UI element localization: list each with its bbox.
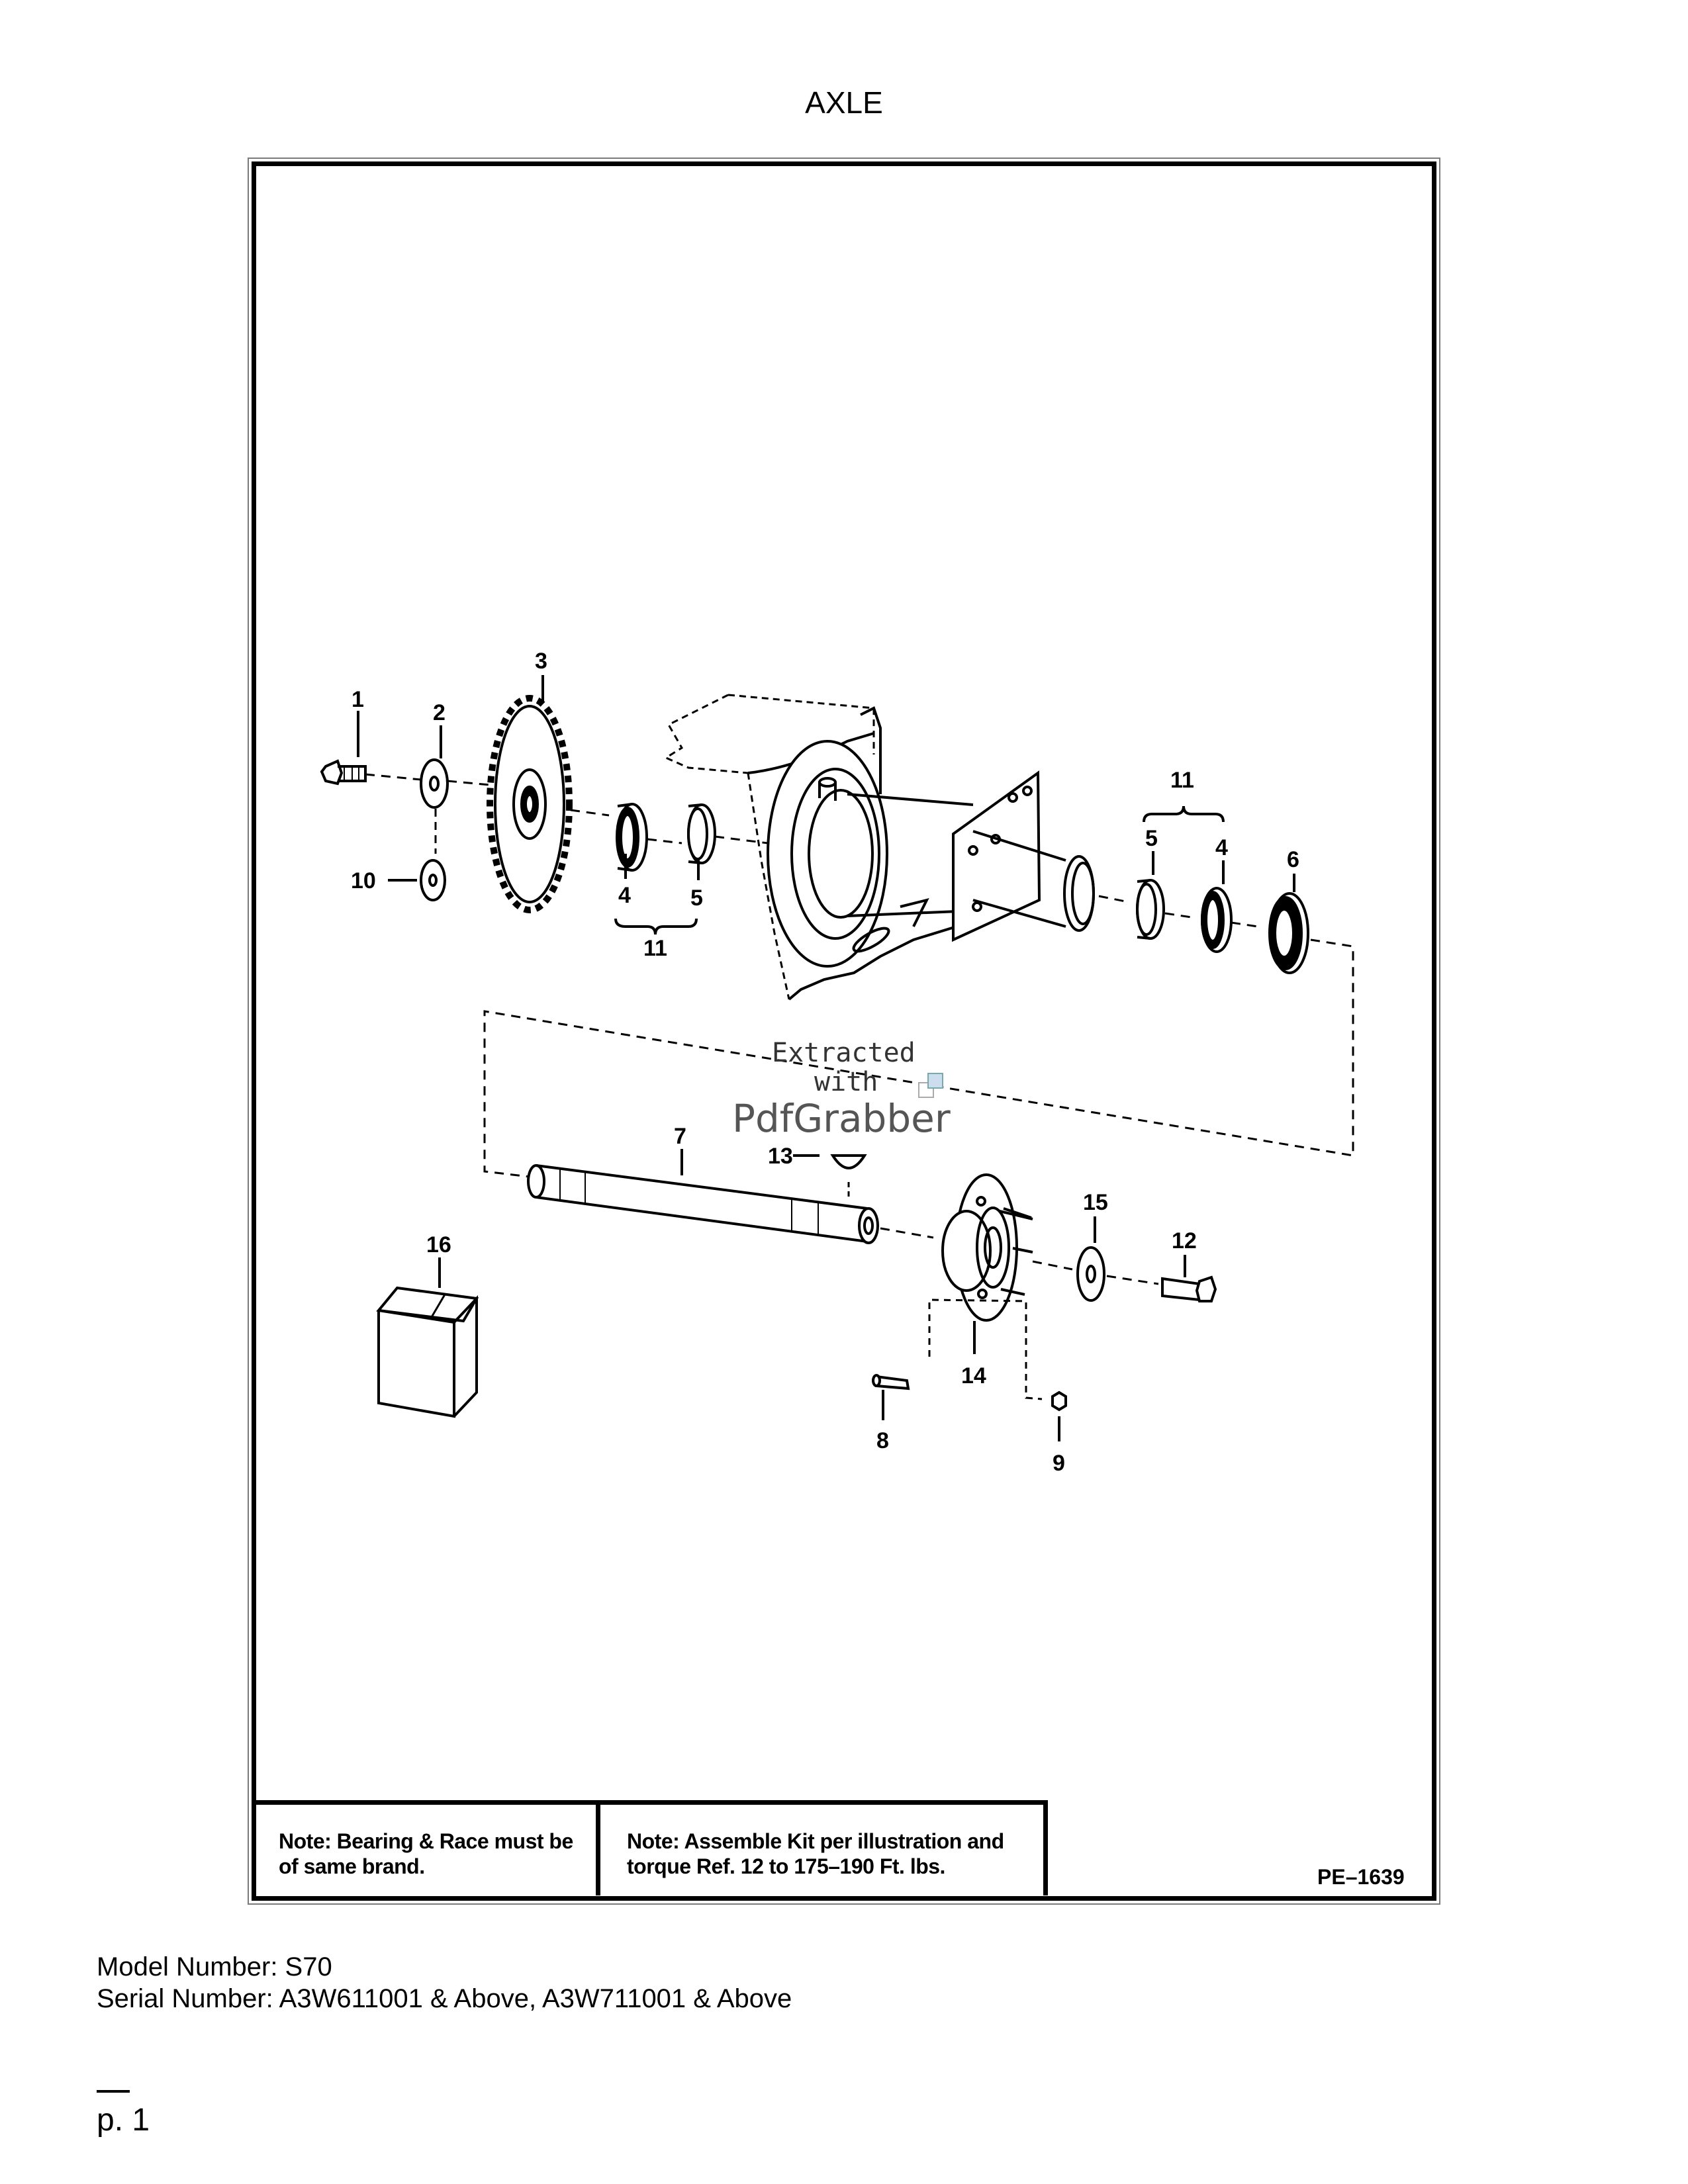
callout-13: 13 <box>768 1144 793 1169</box>
callout-4-right: 4 <box>1215 835 1228 860</box>
part-9-nut <box>1051 1390 1067 1412</box>
callout-11-left: 11 <box>643 936 667 961</box>
callout-10: 10 <box>351 868 376 893</box>
part-6-seal <box>1268 892 1309 974</box>
assembly-path <box>483 938 1354 1178</box>
watermark-line-2: with <box>814 1067 878 1097</box>
part-15-washer <box>1076 1246 1105 1302</box>
watermark-line-1: Extracted <box>772 1038 915 1068</box>
callout-12: 12 <box>1172 1228 1197 1253</box>
callout-5-left: 5 <box>690 886 703 911</box>
figure-id: PE–1639 <box>1317 1865 1405 1889</box>
watermark: Extracted with PdfGrabber <box>732 1038 951 1141</box>
part-2-washer <box>420 758 449 809</box>
callout-7: 7 <box>674 1124 686 1149</box>
callout-11-right: 11 <box>1170 768 1194 793</box>
page-number: p. 1 <box>97 2103 150 2138</box>
serial-number: Serial Number: A3W611001 & Above, A3W711… <box>97 1984 792 2013</box>
footer-dash <box>97 2090 130 2093</box>
model-number: Model Number: S70 <box>97 1952 332 1981</box>
callout-5-right: 5 <box>1145 826 1158 851</box>
bracket-11-right <box>1143 805 1225 823</box>
part-7-axle-shaft <box>527 1164 879 1244</box>
part-10-washer <box>420 859 446 901</box>
diagram-frame <box>252 161 1436 1901</box>
watermark-icon <box>918 1073 943 1098</box>
note-1-label: Note: <box>279 1829 332 1853</box>
bracket-11-left <box>614 918 698 935</box>
part-1-bolt <box>320 759 367 786</box>
part-5-race-right <box>1136 879 1165 940</box>
part-8-stud <box>872 1374 910 1390</box>
part-12-bolt <box>1161 1275 1217 1302</box>
callout-1: 1 <box>352 687 364 712</box>
callout-16: 16 <box>426 1232 451 1257</box>
callout-14: 14 <box>961 1363 986 1388</box>
part-5-race-left <box>687 803 716 864</box>
callout-8: 8 <box>876 1428 889 1453</box>
callout-3: 3 <box>535 649 547 674</box>
note-2-text: Assemble Kit per illustration and torque… <box>627 1829 1004 1878</box>
part-3-sprocket <box>487 695 573 913</box>
part-4-bearing-right <box>1201 887 1233 953</box>
callout-15: 15 <box>1083 1190 1108 1215</box>
callout-9: 9 <box>1053 1451 1065 1476</box>
diagram-frame-outer <box>248 158 1440 1905</box>
page-title: AXLE <box>805 85 883 120</box>
part-14-hub <box>941 1173 1033 1322</box>
axle-housing <box>663 694 1095 1001</box>
note-1-text: Bearing & Race must be of same brand. <box>279 1829 573 1878</box>
callout-2: 2 <box>433 700 445 725</box>
part-16-box <box>376 1286 479 1418</box>
note-bearing-race: Note: Bearing & Race must be of same bra… <box>256 1800 600 1895</box>
note-assembly-torque: Note: Assemble Kit per illustration and … <box>600 1800 1048 1895</box>
callout-4-left: 4 <box>618 883 631 908</box>
part-4-bearing-left <box>616 803 648 872</box>
callout-6: 6 <box>1287 847 1299 872</box>
watermark-brand: PdfGrabber <box>732 1096 951 1141</box>
part-13-key <box>830 1154 867 1169</box>
note-2-label: Note: <box>627 1829 680 1853</box>
